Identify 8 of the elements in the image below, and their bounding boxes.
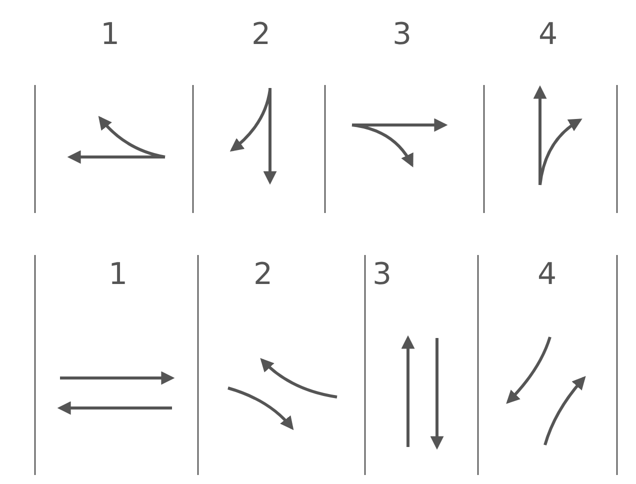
column-number: 3 xyxy=(392,18,412,52)
column-number: 4 xyxy=(538,18,558,52)
column-number: 2 xyxy=(251,18,271,52)
column-number: 1 xyxy=(100,18,120,52)
column-number: 4 xyxy=(537,258,557,292)
column-number: 3 xyxy=(372,258,392,292)
column-number: 2 xyxy=(253,258,273,292)
column-number: 1 xyxy=(108,258,128,292)
